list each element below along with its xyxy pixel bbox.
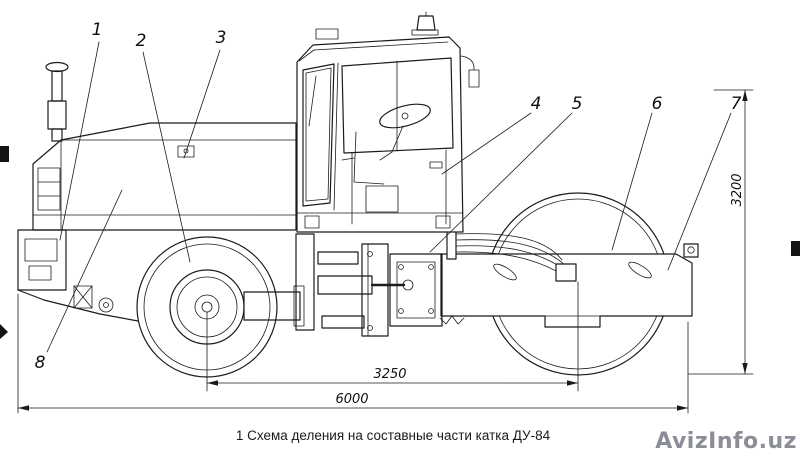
axle-housing <box>243 291 301 321</box>
callout-5: 5 <box>429 94 583 253</box>
muffler <box>47 100 67 130</box>
callout-7-label: 7 <box>731 94 742 114</box>
front-frame <box>17 229 139 322</box>
figure-caption: 1 Схема деления на составные части катка… <box>236 428 551 443</box>
articulation-joint <box>295 233 465 337</box>
side-mirror <box>460 55 480 88</box>
engine-hood <box>32 122 297 231</box>
callout-7: 7 <box>667 94 742 271</box>
callout-8-label: 8 <box>35 353 46 373</box>
radiator-grille <box>37 167 61 211</box>
scan-artifacts <box>0 146 800 339</box>
driver-seat <box>341 131 385 185</box>
dimensions: 3250 6000 3200 <box>17 89 754 414</box>
callout-2-label: 2 <box>136 31 147 51</box>
callout-2: 2 <box>136 31 191 263</box>
scan-artifact <box>0 324 8 339</box>
watermark: AvizInfo.uz <box>655 429 797 454</box>
scan-artifact <box>791 241 800 256</box>
side-window <box>341 57 454 154</box>
frame-bracket <box>73 285 93 309</box>
callout-8: 8 <box>35 189 123 373</box>
callout-3: 3 <box>183 28 227 159</box>
callout-1: 1 <box>59 20 103 241</box>
wheelbase-value: 3250 <box>373 367 406 382</box>
dimension-wheelbase: 3250 <box>206 281 579 392</box>
front-wheel <box>136 236 305 378</box>
roof-vent <box>315 28 339 40</box>
overall-height-value: 3200 <box>730 173 745 206</box>
overall-length-value: 6000 <box>335 392 368 407</box>
callout-6-label: 6 <box>652 94 663 114</box>
dimension-overall-length: 6000 <box>17 293 689 414</box>
console-box <box>365 185 399 213</box>
operator-cab <box>296 11 480 233</box>
roller-machine <box>17 11 699 378</box>
steering-wheel <box>379 103 431 161</box>
exhaust-pipe <box>45 61 69 142</box>
hood-latch <box>177 145 195 158</box>
callouts: 1 2 3 4 5 6 7 8 <box>35 20 742 373</box>
door-handle <box>429 161 443 169</box>
callout-5-label: 5 <box>572 94 583 114</box>
beacon-lamp <box>411 11 439 36</box>
rear-hitch <box>683 243 699 258</box>
exhaust-cap <box>45 61 69 73</box>
windshield <box>302 63 335 207</box>
callout-4-label: 4 <box>531 94 542 114</box>
hydraulic-hoses <box>446 228 577 282</box>
dimension-overall-height: 3200 <box>687 89 754 375</box>
scan-artifact <box>0 146 9 162</box>
callout-3-label: 3 <box>216 28 227 48</box>
hydraulic-cylinder <box>317 275 373 295</box>
callout-1-label: 1 <box>92 20 103 40</box>
drum-hub-fitting <box>555 263 577 282</box>
wiper <box>308 75 317 127</box>
callout-4: 4 <box>441 94 542 175</box>
rear-frame <box>440 243 699 328</box>
callout-6: 6 <box>611 94 663 251</box>
